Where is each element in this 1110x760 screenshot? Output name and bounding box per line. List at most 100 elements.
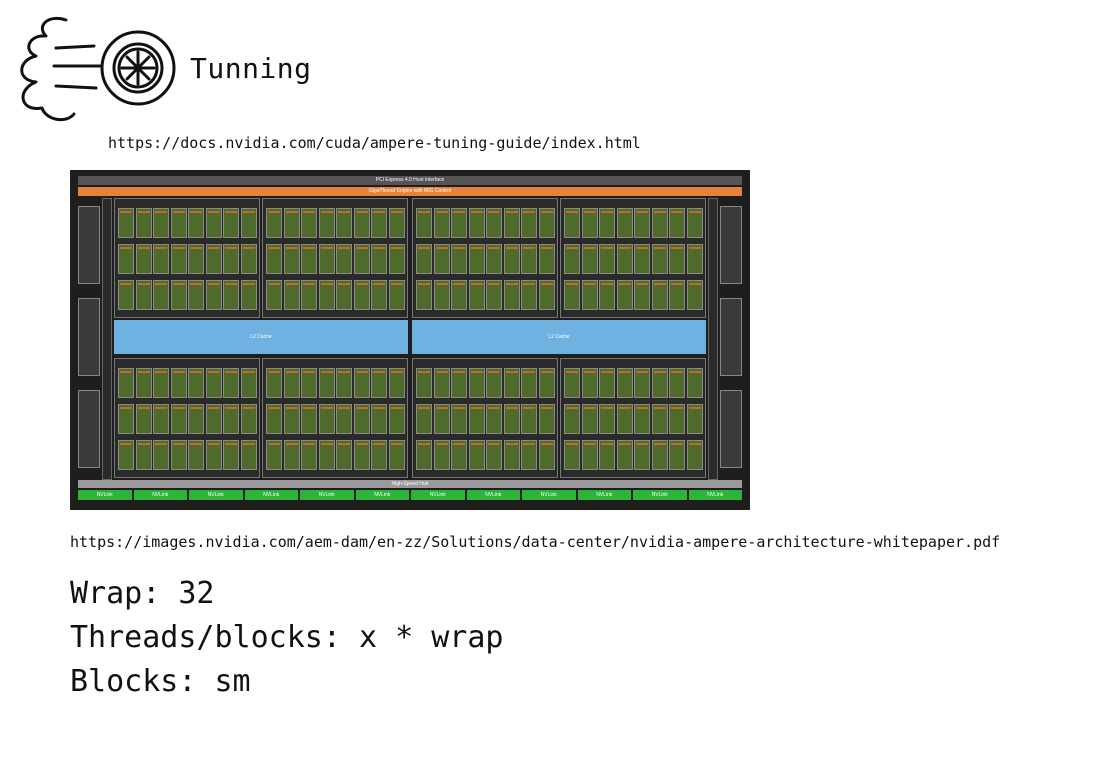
sm-tile xyxy=(433,368,450,398)
nvlink-block: NVLink xyxy=(133,490,187,500)
sm-tile xyxy=(669,208,685,238)
note-line: Wrap: 32 xyxy=(70,576,215,611)
sm-tile xyxy=(433,208,450,238)
sm-tile xyxy=(564,440,580,470)
sm-tile xyxy=(318,440,335,470)
sm-tile xyxy=(503,440,520,470)
sm-tile xyxy=(240,280,257,310)
sm-tile xyxy=(170,244,187,274)
nvlink-label: NVLink xyxy=(207,492,224,498)
sm-tile xyxy=(564,244,580,274)
sm-tile xyxy=(503,244,520,274)
hbm-stack xyxy=(78,390,100,468)
whitepaper-url[interactable]: https://images.nvidia.com/aem-dam/en-zz/… xyxy=(70,533,1001,551)
high-speed-hub-bar xyxy=(78,480,742,488)
sm-tile xyxy=(353,280,370,310)
sm-tile xyxy=(686,368,703,398)
sm-tile xyxy=(416,404,432,434)
hbm-stack xyxy=(720,206,742,284)
sm-tile xyxy=(486,208,502,238)
sm-tile xyxy=(686,244,703,274)
nvlink-label: NVLink xyxy=(152,492,169,498)
gigathread-engine-label: GigaThread Engine with MIG Control xyxy=(369,188,451,194)
sm-tile xyxy=(205,368,222,398)
sm-tile xyxy=(538,404,555,434)
tuning-guide-url[interactable]: https://docs.nvidia.com/cuda/ampere-tuni… xyxy=(108,134,641,152)
sm-tile xyxy=(205,244,222,274)
sm-tile xyxy=(283,244,300,274)
sm-tile xyxy=(135,368,152,398)
sm-tile xyxy=(118,244,134,274)
sm-tile xyxy=(336,244,352,274)
sm-tile xyxy=(336,368,352,398)
sm-tile xyxy=(686,404,703,434)
sm-tile xyxy=(451,440,467,470)
sm-tile xyxy=(581,244,598,274)
sm-tile xyxy=(599,244,615,274)
sm-tile xyxy=(188,440,204,470)
sm-tile xyxy=(353,244,370,274)
sm-tile xyxy=(135,404,152,434)
sm-tile xyxy=(153,440,169,470)
sm-tile xyxy=(451,208,467,238)
sm-tile xyxy=(581,368,598,398)
nvlink-label: NVLink xyxy=(374,492,391,498)
sm-tile xyxy=(240,368,257,398)
sm-tile xyxy=(266,440,282,470)
sm-tile xyxy=(353,368,370,398)
sm-tile xyxy=(564,208,580,238)
sm-tile xyxy=(153,404,169,434)
hbm-stack xyxy=(720,298,742,376)
sm-tile xyxy=(283,404,300,434)
sm-tile xyxy=(283,280,300,310)
sm-tile xyxy=(486,368,502,398)
sm-tile xyxy=(388,280,405,310)
l2-cache-right-label: L2 Cache xyxy=(548,334,570,340)
sm-tile xyxy=(223,440,239,470)
sm-tile xyxy=(371,404,387,434)
l2-cache-left-label: L2 Cache xyxy=(250,334,272,340)
sm-tile xyxy=(416,440,432,470)
sm-tile xyxy=(301,244,317,274)
sm-tile xyxy=(416,244,432,274)
nvlink-block: NVLink xyxy=(688,490,742,500)
sm-tile xyxy=(266,404,282,434)
sm-tile xyxy=(634,244,650,274)
sm-tile xyxy=(451,244,467,274)
sm-tile xyxy=(616,244,633,274)
sm-tile xyxy=(240,208,257,238)
sm-tile xyxy=(616,208,633,238)
sm-tile xyxy=(388,244,405,274)
nvlink-label: NVLink xyxy=(651,492,668,498)
sm-tile xyxy=(301,208,317,238)
sm-tile xyxy=(388,440,405,470)
sm-tile xyxy=(538,440,555,470)
sm-tile xyxy=(223,368,239,398)
sm-tile xyxy=(599,208,615,238)
sm-tile xyxy=(336,440,352,470)
sm-tile xyxy=(451,368,467,398)
memory-controller xyxy=(708,198,718,480)
sm-tile xyxy=(651,404,668,434)
sm-tile xyxy=(686,280,703,310)
sm-tile xyxy=(651,440,668,470)
nvlink-label: NVLink xyxy=(96,492,113,498)
sm-tile xyxy=(153,368,169,398)
sm-tile xyxy=(170,368,187,398)
sm-tile xyxy=(651,208,668,238)
sm-tile xyxy=(451,404,467,434)
sm-tile xyxy=(223,244,239,274)
sm-tile xyxy=(669,368,685,398)
sm-tile xyxy=(503,368,520,398)
sm-tile xyxy=(634,280,650,310)
sm-tile xyxy=(170,280,187,310)
nvlink-block: NVLink xyxy=(466,490,520,500)
sm-tile xyxy=(283,440,300,470)
sm-tile xyxy=(388,208,405,238)
sm-tile xyxy=(486,404,502,434)
sm-tile xyxy=(521,244,537,274)
sm-tile xyxy=(388,368,405,398)
sm-tile xyxy=(468,440,485,470)
note-line: Blocks: sm xyxy=(70,664,251,699)
nvlink-block: NVLink xyxy=(300,490,354,500)
